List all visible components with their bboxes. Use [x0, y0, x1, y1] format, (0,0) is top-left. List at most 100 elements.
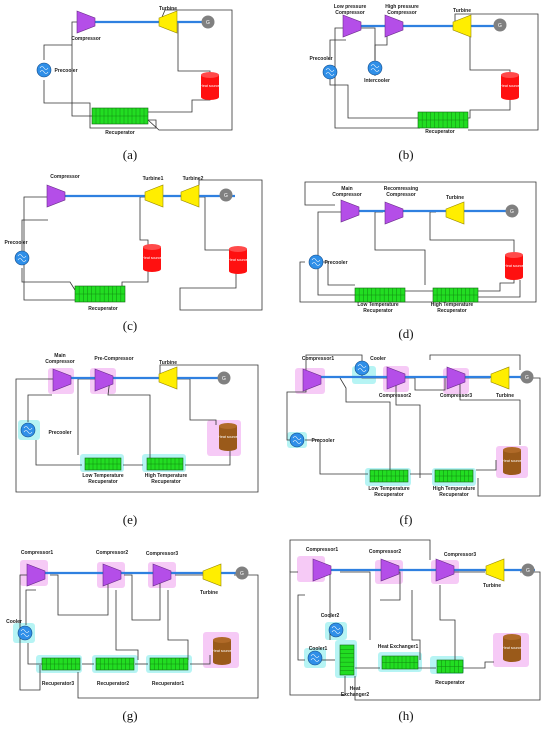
turbine-icon: [452, 14, 472, 38]
label-precooler: Precooler: [324, 260, 347, 266]
cooler-coil: [331, 626, 341, 634]
label-precooler: Precooler: [311, 438, 334, 444]
cooler-icon: [328, 622, 344, 638]
cooler-icon: [307, 650, 323, 666]
label-recuperator1: Recuperator1: [152, 681, 184, 687]
cooler-coil: [357, 364, 367, 372]
pipe-line: [27, 394, 52, 422]
cooler-icon: [322, 64, 338, 80]
pipe-line: [299, 181, 537, 303]
label-main-compressor: Main: [341, 186, 352, 192]
heat-source-bottom: [219, 445, 237, 451]
pipe-line: [21, 219, 48, 252]
label-compressor1: Compressor1: [21, 550, 53, 556]
heat-source-text: Heat source: [502, 459, 521, 463]
heat-source-top: [143, 244, 161, 250]
pipe-line: [329, 72, 420, 119]
pipe-line: [289, 539, 431, 572]
pipe-line: [25, 589, 36, 625]
pipe-line: [23, 196, 75, 301]
label-recuperator: Recuperator: [105, 130, 135, 136]
label-lp-compressor: Low pressure: [334, 4, 367, 10]
cooler-coil: [17, 254, 27, 262]
label-high-temperature-recuperator: High Temperature: [431, 302, 474, 308]
heat-source-icon: [229, 249, 247, 271]
cooler-coil: [20, 629, 30, 637]
pipe-line: [21, 268, 76, 291]
pipe-line: [35, 440, 82, 466]
pipe-line: [360, 27, 376, 60]
pipe-line: [148, 97, 211, 113]
cooler-icon: [14, 250, 30, 266]
cooler-coil: [23, 426, 33, 434]
turbine-icon: [158, 366, 178, 390]
pipe-line: [50, 574, 109, 616]
pipe-line: [185, 445, 231, 466]
label-recompressing-compressor: Recomressing: [384, 186, 418, 192]
compressor-icon: [76, 10, 96, 34]
label-compressor3: Compressor3: [146, 551, 178, 557]
generator-icon: [201, 15, 215, 29]
heat-source-icon: [505, 255, 523, 277]
cooler-coil: [311, 258, 321, 266]
pipe-line: [147, 9, 233, 131]
pipe-line: [476, 460, 497, 471]
heat-source-text: Heat source: [504, 264, 523, 268]
cooler-icon: [354, 360, 370, 376]
label-cooler: Cooler: [6, 619, 22, 625]
label-high-temperature-recuperator: High Temperature: [145, 473, 188, 479]
heat-source-icon: [503, 450, 521, 472]
label-turbine1: Turbine1: [143, 176, 164, 182]
pipe-line: [297, 594, 305, 661]
cooler-coil: [39, 66, 49, 74]
pipe-line: [177, 21, 211, 80]
compressor-icon: [52, 368, 72, 392]
heat-source-text: Heat source: [142, 256, 161, 260]
heat-source-text: Heat source: [502, 646, 521, 650]
pipe-line: [19, 574, 41, 691]
pipe-line: [190, 655, 211, 665]
heat-source-icon: [201, 75, 219, 97]
generator-icon: [520, 370, 534, 384]
label-hp-compressor: High pressure: [385, 4, 419, 10]
heat-source-text: Heat source: [500, 84, 519, 88]
label-low-temperature-recuperator: Recuperator: [363, 308, 393, 314]
heat-source-text: Heat source: [212, 649, 231, 653]
turbine-icon: [180, 184, 200, 208]
cooler-coil: [370, 64, 380, 72]
label-heat-exchanger1: Heat Exchanger1: [378, 644, 419, 650]
pipe-line: [429, 354, 521, 370]
generator-icon: [219, 188, 233, 202]
heat-source-top: [201, 72, 219, 78]
generator-icon: [235, 566, 249, 580]
heat-source-top: [219, 423, 237, 429]
pipe-line: [395, 382, 421, 478]
label-heat-exchanger2: Exchanger2: [341, 692, 370, 698]
generator-icon: [505, 204, 519, 218]
heat-source-icon: [501, 75, 519, 97]
pipe-line: [107, 378, 151, 462]
panel-label-b: (b): [398, 147, 414, 162]
compressor-icon: [102, 563, 122, 587]
label-turbine: Turbine: [159, 6, 177, 12]
label-hp-compressor: Compressor: [387, 10, 417, 16]
turbine-icon: [202, 563, 222, 587]
panel-label-f: (f): [399, 512, 413, 527]
panel-label-d: (d): [398, 326, 414, 341]
compressor-icon: [26, 563, 46, 587]
label-precooler: Precooler: [309, 56, 332, 62]
label-low-temperature-recuperator: Low Temperature: [368, 486, 410, 492]
label-turbine: Turbine: [446, 195, 464, 201]
pipe-line: [411, 590, 421, 660]
compressor-icon: [152, 563, 172, 587]
panel-label-g: (g): [122, 708, 138, 723]
panel-label-c: (c): [122, 318, 138, 333]
label-precooler: Precooler: [48, 430, 71, 436]
pipe-line: [77, 574, 259, 699]
compressor-icon: [386, 366, 406, 390]
